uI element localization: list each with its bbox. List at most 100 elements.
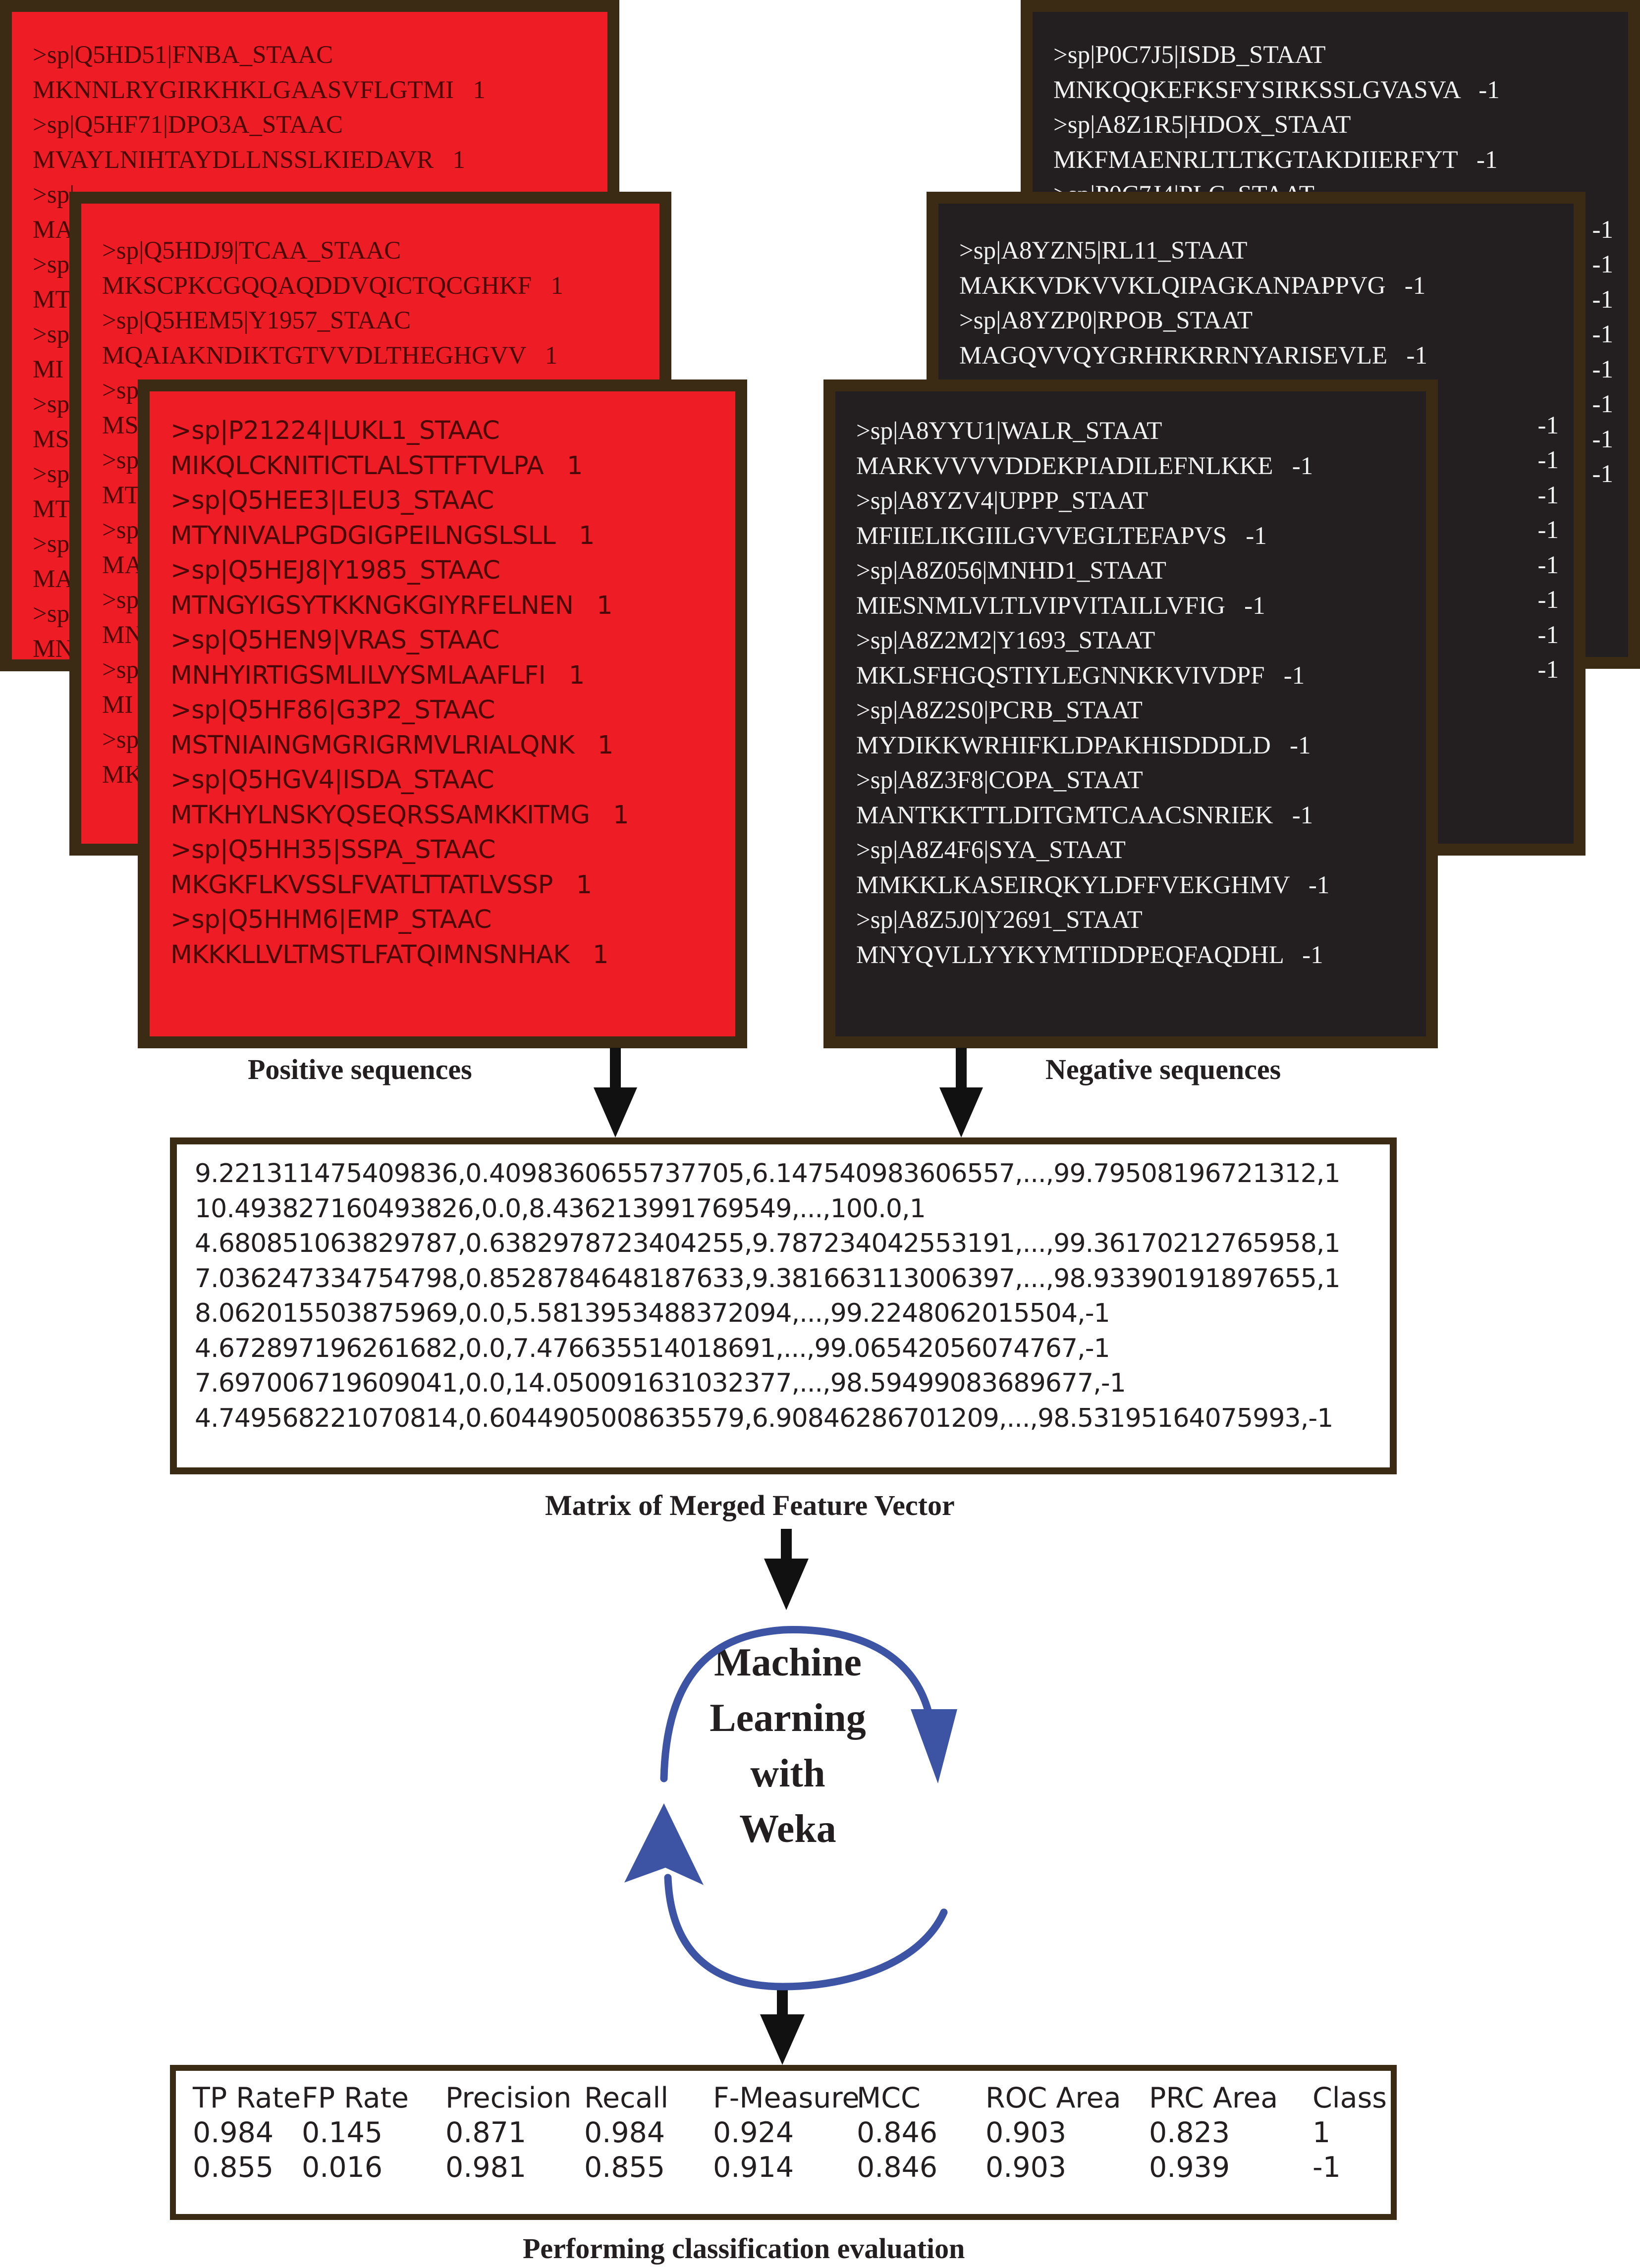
arrowhead-positive [594, 1087, 637, 1137]
ml-line-3: with [750, 1752, 825, 1795]
sequence-line: MA [102, 551, 143, 579]
sequence-line: MKSCPKCGQQAQDDVQICTQCGHKF 1 [102, 271, 563, 300]
evaluation-label: Performing classification evaluation [523, 2232, 965, 2265]
eval-cell: 0.984 [193, 2116, 274, 2149]
sequence-line: -1 [1537, 411, 1559, 439]
sequence-line: >sp|Q5HD51|FNBA_STAAC [33, 41, 333, 69]
eval-cell: 0.846 [857, 2151, 938, 2184]
arrowhead-matrix [764, 1559, 809, 1610]
sequence-line: >sp|A8YYU1|WALR_STAAT [856, 417, 1162, 445]
sequence-line: MN [102, 621, 143, 649]
eval-cell: 0.871 [445, 2116, 527, 2149]
ml-loop-lower-arc [664, 1874, 948, 1991]
matrix-row: 7.697006719609041,0.0,14.050091631032377… [195, 1368, 1126, 1398]
sequence-line: -1 [1537, 551, 1559, 579]
sequence-line: -1 [1592, 390, 1613, 418]
matrix-row: 9.221311475409836,0.4098360655737705,6.1… [195, 1159, 1341, 1188]
sequence-line: -1 [1592, 216, 1613, 244]
eval-cell: 0.145 [302, 2116, 383, 2149]
sequence-line: >sp [33, 460, 70, 488]
negative-card-front-lines: >sp|A8YYU1|WALR_STAAT MARKVVVVDDEKPIADILE… [856, 414, 1421, 972]
positive-sequences-label: Positive sequences [248, 1053, 472, 1085]
sequence-line: -1 [1592, 321, 1613, 348]
sequence-line: MAGQVVQYGRHRKRRNYARISEVLE -1 [959, 341, 1427, 370]
sequence-line: MFIIELIKGIILGVVEGLTEFAPVS -1 [856, 522, 1267, 550]
sequence-line: -1 [1592, 355, 1613, 383]
sequence-line: >sp|Q5HH35|SSPA_STAAC [170, 835, 495, 864]
sequence-line: >sp [102, 656, 139, 684]
sequence-line: MS [102, 411, 139, 439]
ml-loop-arrowhead-down [911, 1709, 957, 1783]
sequence-line: MT [33, 495, 71, 523]
sequence-line: >sp| [33, 181, 75, 209]
eval-cell: -1 [1312, 2151, 1341, 2184]
ml-line-2: Learning [710, 1696, 866, 1740]
eval-cell: 0.939 [1149, 2151, 1230, 2184]
sequence-line: MA [33, 565, 74, 593]
eval-cell: 0.903 [985, 2116, 1067, 2149]
sequence-line: MTYNIVALPGDGIGPEILNGSLSLL 1 [170, 521, 595, 550]
sequence-line: >sp|A8YZN5|RL11_STAAT [959, 237, 1248, 265]
sequence-line: MQAIAKNDIKTGTVVDLTHEGHGVV 1 [102, 341, 558, 370]
matrix-row: 4.680851063829787,0.6382978723404255,9.7… [195, 1229, 1341, 1258]
arrowhead-negative [939, 1087, 983, 1137]
sequence-line: -1 [1592, 251, 1613, 278]
sequence-line: MN [33, 635, 74, 663]
down-arrow-matrix [764, 1529, 809, 1610]
sequence-line: MK [102, 760, 143, 789]
sequence-line: -1 [1592, 285, 1613, 314]
sequence-line: MANTKKTTLDITGMTCAACSNRIEK -1 [856, 801, 1313, 829]
sequence-line: >sp|P0C7J5|ISDB_STAAT [1053, 41, 1326, 69]
sequence-line: >sp|Q5HEM5|Y1957_STAAC [102, 307, 411, 334]
sequence-line: >sp|Q5HF71|DPO3A_STAAC [33, 111, 343, 139]
sequence-line: >sp|A8Z1R5|HDOX_STAAT [1053, 111, 1351, 139]
sequence-line: MIKQLCKNITICTLALSTTFTVLPA 1 [170, 451, 583, 481]
sequence-line: >sp|A8Z3F8|COPA_STAAT [856, 766, 1143, 794]
eval-cell: 0.855 [193, 2151, 274, 2184]
sequence-line: MKKKLLVLTMSTLFATQIMNSNHAK 1 [170, 940, 609, 970]
sequence-line: >sp [33, 600, 70, 628]
sequence-line: MARKVVVVDDEKPIADILEFNLKKE -1 [856, 452, 1313, 480]
down-arrow-ml [760, 1987, 805, 2065]
sequence-line: >sp|Q5HF86|G3P2_STAAC [170, 696, 495, 725]
eval-header-cell: FP Rate [302, 2082, 409, 2114]
sequence-line: >sp [33, 530, 70, 558]
ml-loop-upper-arc [660, 1626, 933, 1782]
feature-matrix-label: Matrix of Merged Feature Vector [545, 1489, 955, 1521]
sequence-line: MAKKVDKVVKLQIPAGKANPAPPVG -1 [959, 271, 1426, 300]
sequence-line: MNYQVLLYYKYMTIDDPEQFAQDHL -1 [856, 941, 1323, 969]
eval-cell: 0.914 [713, 2151, 794, 2184]
sequence-line: -1 [1537, 481, 1559, 509]
eval-cell: 0.846 [857, 2116, 938, 2149]
sequence-line: >sp|Q5HHM6|EMP_STAAC [170, 905, 492, 934]
down-arrow-negative [939, 1048, 983, 1137]
sequence-line: >sp|A8Z4F6|SYA_STAAT [856, 836, 1126, 864]
eval-cell: 1 [1312, 2116, 1331, 2149]
ml-line-1: Machine [714, 1641, 862, 1684]
sequence-line: -1 [1592, 425, 1613, 453]
sequence-line: -1 [1592, 460, 1613, 488]
sequence-line: MI [102, 691, 133, 719]
sequence-line: >sp [102, 726, 139, 754]
sequence-line: >sp|Q5HEJ8|Y1985_STAAC [170, 556, 500, 585]
sequence-line: -1 [1537, 621, 1559, 649]
arrowhead-ml [760, 2014, 805, 2065]
sequence-line: >sp|A8YZV4|UPPP_STAAT [856, 487, 1148, 515]
positive-card-middle-lines: >sp|Q5HDJ9|TCAA_STAAC MKSCPKCGQQAQDDVQICT… [102, 233, 655, 792]
sequence-line: >sp|Q5HDJ9|TCAA_STAAC [102, 237, 401, 265]
sequence-line: >sp|A8YZP0|RPOB_STAAT [959, 307, 1253, 334]
sequence-line: MA [33, 216, 74, 244]
negative-sequences-label: Negative sequences [1045, 1053, 1281, 1085]
eval-cell: 0.903 [985, 2151, 1067, 2184]
sequence-line: >sp [102, 446, 139, 474]
eval-cell: 0.924 [713, 2116, 794, 2149]
sequence-line: >sp|A8Z2M2|Y1693_STAAT [856, 627, 1155, 654]
negative-card-front: >sp|A8YYU1|WALR_STAAT MARKVVVVDDEKPIADILE… [823, 379, 1438, 1048]
eval-cell: 0.981 [445, 2151, 527, 2184]
eval-header-cell: PRC Area [1149, 2082, 1278, 2114]
sequence-line: MYDIKKWRHIFKLDPAKHISDDDLD -1 [856, 731, 1311, 759]
